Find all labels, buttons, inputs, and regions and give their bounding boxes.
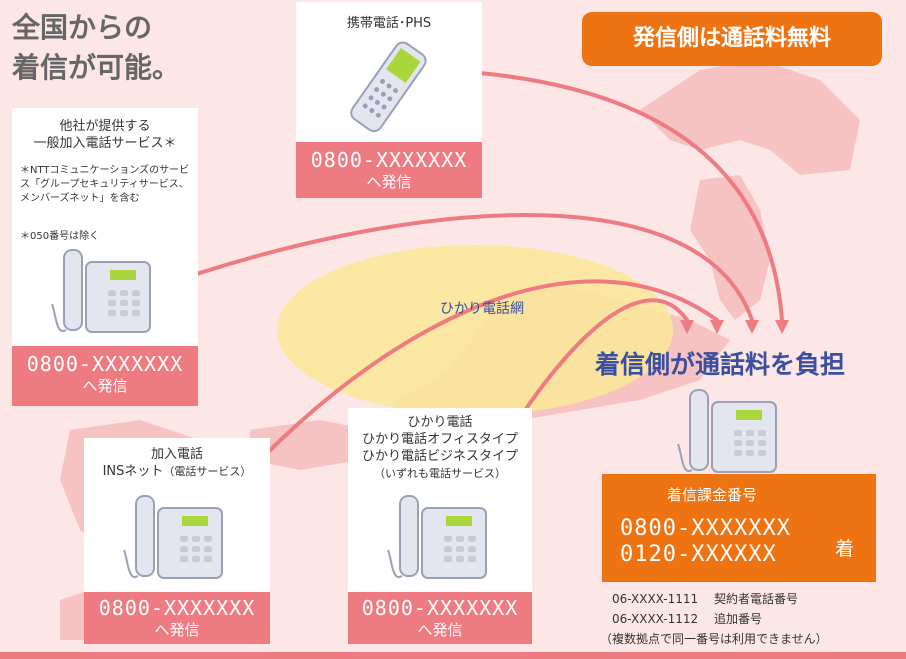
caller-free-badge: 発信側は通話料無料 bbox=[582, 12, 882, 66]
ins-card: 加入電話 INSネット（電話サービス） bbox=[84, 438, 270, 592]
desk-phone-icon bbox=[51, 249, 151, 333]
hikari-dial-box: 0800-XXXXXXX へ発信 bbox=[348, 592, 532, 644]
additional-number-row: 06-XXXX-1112 追加番号 bbox=[612, 610, 762, 627]
hikari-action: へ発信 bbox=[417, 621, 463, 639]
hikari-label-line3: ひかり電話ビジネスタイプ bbox=[361, 449, 518, 464]
ins-label: 加入電話 INSネット（電話サービス） bbox=[84, 446, 270, 480]
title-line-1: 全国からの bbox=[12, 11, 153, 44]
other-note-1: ＊NTTコミュニケーションズのサービス「グループセキュリティサービス、メンバーズ… bbox=[20, 165, 190, 204]
ins-label-line1: 加入電話 bbox=[150, 447, 203, 462]
ins-label-paren: （電話サービス） bbox=[163, 465, 252, 478]
mobile-dial-box: 0800-XXXXXXX へ発信 bbox=[296, 142, 482, 198]
bottom-rule bbox=[0, 652, 906, 659]
mobile-phone-icon bbox=[350, 41, 427, 133]
additional-number-label: 追加番号 bbox=[713, 612, 762, 626]
other-label-mark: ＊ bbox=[163, 136, 177, 151]
hikari-number: 0800-XXXXXXX bbox=[361, 596, 519, 620]
mobile-action: へ発信 bbox=[366, 173, 412, 191]
ins-dial-box: 0800-XXXXXXX へ発信 bbox=[84, 592, 270, 644]
other-action: へ発信 bbox=[82, 377, 128, 395]
hikari-label: ひかり電話 ひかり電話オフィスタイプ ひかり電話ビジネスタイプ （いずれも電話サ… bbox=[348, 414, 532, 482]
other-carrier-label: 他社が提供する 一般加入電話サービス＊ bbox=[12, 118, 198, 152]
desk-phone-icon bbox=[387, 495, 487, 579]
other-label-line1: 他社が提供する bbox=[59, 119, 151, 134]
toll-free-title: 着信課金番号 bbox=[666, 486, 757, 504]
hikari-label-line4: （いずれも電話サービス） bbox=[374, 467, 506, 480]
additional-number: 06-XXXX-1112 bbox=[612, 612, 699, 626]
other-note-2: ＊050番号は除く bbox=[20, 231, 100, 242]
contract-number-label: 契約者電話番号 bbox=[713, 592, 798, 606]
receiver-phone-icon bbox=[677, 389, 777, 473]
hikari-label-line2: ひかり電話オフィスタイプ bbox=[362, 432, 518, 447]
other-carrier-card: 他社が提供する 一般加入電話サービス＊ ＊NTTコミュニケーションズのサービス「… bbox=[12, 108, 198, 346]
hikari-card: ひかり電話 ひかり電話オフィスタイプ ひかり電話ビジネスタイプ （いずれも電話サ… bbox=[348, 408, 532, 592]
other-dial-box: 0800-XXXXXXX へ発信 bbox=[12, 346, 198, 406]
ins-label-line2: INSネット bbox=[102, 464, 164, 479]
other-label-line2: 一般加入電話サービス bbox=[33, 136, 164, 151]
toll-free-suffix: 着 bbox=[835, 538, 855, 560]
page-title: 全国からの 着信が可能。 bbox=[12, 8, 180, 88]
mobile-label: 携帯電話･PHS bbox=[346, 16, 432, 31]
desk-phone-icon bbox=[123, 495, 223, 579]
ins-action: へ発信 bbox=[154, 621, 200, 639]
contract-number-row: 06-XXXX-1111 契約者電話番号 bbox=[612, 590, 798, 607]
other-number: 0800-XXXXXXX bbox=[26, 352, 184, 376]
toll-free-number-box: 着信課金番号 0800-XXXXXXX 0120-XXXXXX 着 bbox=[602, 474, 876, 582]
ins-number: 0800-XXXXXXX bbox=[98, 596, 256, 620]
toll-free-number-0120: 0120-XXXXXX bbox=[620, 542, 777, 567]
mobile-number: 0800-XXXXXXX bbox=[310, 148, 468, 172]
receiver-headline: 着信側が通話料を負担 bbox=[595, 350, 846, 379]
mobile-card: 携帯電話･PHS bbox=[296, 2, 482, 142]
toll-free-number-0800: 0800-XXXXXXX bbox=[620, 516, 791, 541]
hikari-label-line1: ひかり電話 bbox=[407, 415, 473, 430]
contract-number: 06-XXXX-1111 bbox=[612, 592, 699, 606]
network-label: ひかり電話網 bbox=[440, 301, 524, 317]
network-ellipse bbox=[277, 245, 673, 415]
arrowheads bbox=[680, 320, 789, 334]
receiver-footnote: （複数拠点で同一番号は利用できません） bbox=[600, 632, 828, 646]
title-line-2: 着信が可能。 bbox=[12, 51, 181, 84]
